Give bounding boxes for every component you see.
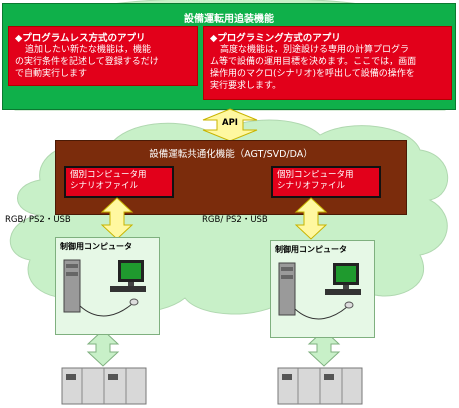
- common-function-title: 設備運転共通化機能（AGT/SVD/DA）: [149, 149, 313, 160]
- computer-icon: [278, 262, 361, 320]
- controller-panel-right: 制御用コンピュータ: [270, 240, 375, 338]
- equipment-cabinet-left: [61, 367, 147, 405]
- app-function-box: 設備運転用追装機能 ◆プログラムレス方式のアプリ 追加したい新たな機能は，機能 …: [2, 3, 456, 110]
- computer-icon: [63, 259, 146, 317]
- programming-line: ム等で設備の運用目標を決めます。ここでは，画面: [210, 57, 417, 67]
- programless-line: の実行条件を記述して登録するだけ: [15, 57, 159, 67]
- api-label: API: [222, 118, 238, 128]
- scenario-file-line1: 個別コンピュータ用: [70, 170, 147, 180]
- controller-label-left: 制御用コンピュータ: [60, 242, 132, 251]
- scenario-file-left: 個別コンピュータ用 シナリオファイル: [64, 166, 174, 198]
- programless-panel: ◆プログラムレス方式のアプリ 追加したい新たな機能は，機能 の実行条件を記述して…: [8, 26, 198, 86]
- link-label-left: RGB/ PS2・USB: [5, 215, 71, 225]
- controller-label-right: 制御用コンピュータ: [275, 245, 347, 254]
- programming-panel: ◆プログラミング方式のアプリ 高度な機能は，別途設ける専用の計算プログラ ム等で…: [203, 26, 452, 100]
- device-arrow-left: [86, 329, 120, 367]
- link-arrow-left: [100, 197, 134, 240]
- programming-line: 高度な機能は，別途設ける専用の計算プログラ: [220, 45, 410, 55]
- device-arrow-right: [307, 329, 341, 367]
- scenario-file-right: 個別コンピュータ用 シナリオファイル: [271, 166, 381, 198]
- scenario-file-line2: シナリオファイル: [277, 181, 346, 191]
- programless-line: 追加したい新たな機能は，機能: [25, 45, 152, 55]
- programming-line: 実行要求します。: [210, 81, 282, 91]
- controller-panel-left: 制御用コンピュータ: [55, 237, 160, 335]
- programless-title: ◆プログラムレス方式のアプリ: [15, 33, 146, 44]
- programming-title: ◆プログラミング方式のアプリ: [210, 33, 341, 44]
- equipment-cabinet-right: [277, 367, 363, 405]
- scenario-file-line2: シナリオファイル: [70, 181, 139, 191]
- programming-line: 操作用のマクロ(シナリオ)を呼出して設備の操作を: [210, 69, 415, 79]
- common-function-box: 設備運転共通化機能（AGT/SVD/DA） 個別コンピュータ用 シナリオファイル…: [55, 140, 407, 215]
- link-arrow-right: [294, 197, 328, 240]
- link-label-right: RGB/ PS2・USB: [202, 215, 268, 225]
- scenario-file-line1: 個別コンピュータ用: [277, 170, 354, 180]
- programless-line: で自動実行します: [15, 69, 88, 79]
- app-function-title: 設備運転用追装機能: [184, 14, 274, 25]
